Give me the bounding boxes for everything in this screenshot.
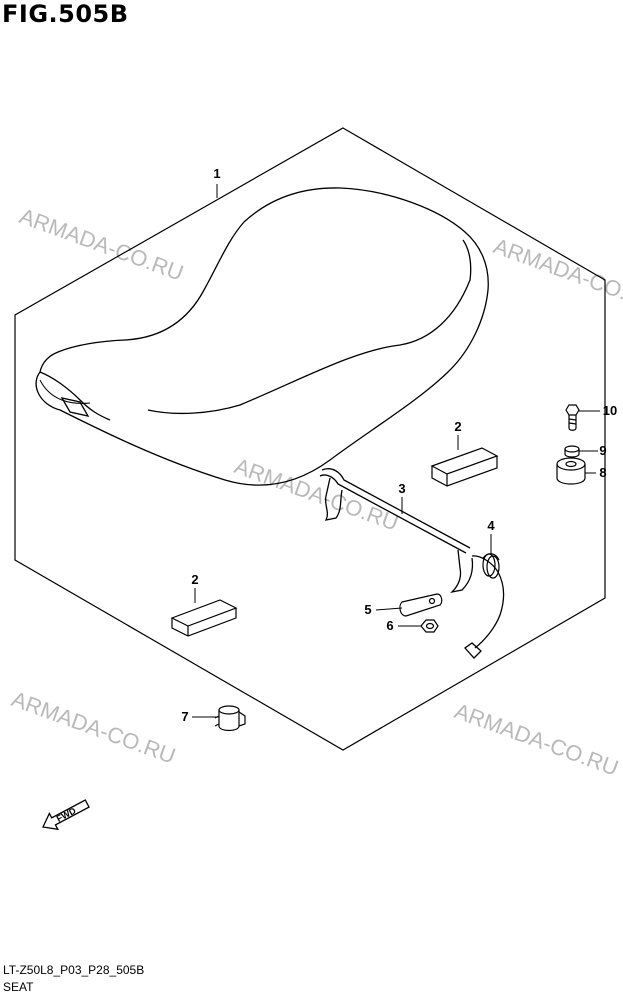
watermark: ARMADA-CO.RU [231,453,402,535]
watermark: ARMADA-CO.RU [451,698,622,780]
seat-lock-rod-drawing [319,468,505,659]
callout-number: 8 [599,465,606,480]
plate-drawing [399,593,443,617]
watermark: ARMADA-CO.RU [16,203,187,285]
washer-drawing [564,445,580,458]
cushion-drawing [214,705,246,732]
seat-drawing [35,187,489,486]
watermark: ARMADA-CO.RU [490,233,623,315]
clip-drawing [482,553,500,579]
bolt-drawing [565,404,580,431]
callout-number: 6 [386,618,393,633]
fwd-arrow-icon: FWD [42,799,90,831]
callout-number: 7 [181,709,188,724]
figure-title: FIG.505B [2,0,129,28]
assembly-frame [14,127,606,751]
watermark: ARMADA-CO.RU [8,686,179,768]
callout-number: 4 [487,518,495,533]
callout-number: 9 [599,443,606,458]
drawing-name: SEAT [3,980,34,994]
callout-number: 10 [603,403,617,418]
pad-drawing [170,447,499,637]
callout-number: 2 [454,419,461,434]
callout-number: 5 [364,602,371,617]
leader-lines [192,184,600,718]
callout-number: 3 [398,481,405,496]
cushion-drawing [556,457,586,485]
callout-number: 1 [213,166,220,181]
callout-number: 2 [191,572,198,587]
drawing-code: LT-Z50L8_P03_P28_505B [3,963,145,977]
nut-drawing [420,619,439,633]
